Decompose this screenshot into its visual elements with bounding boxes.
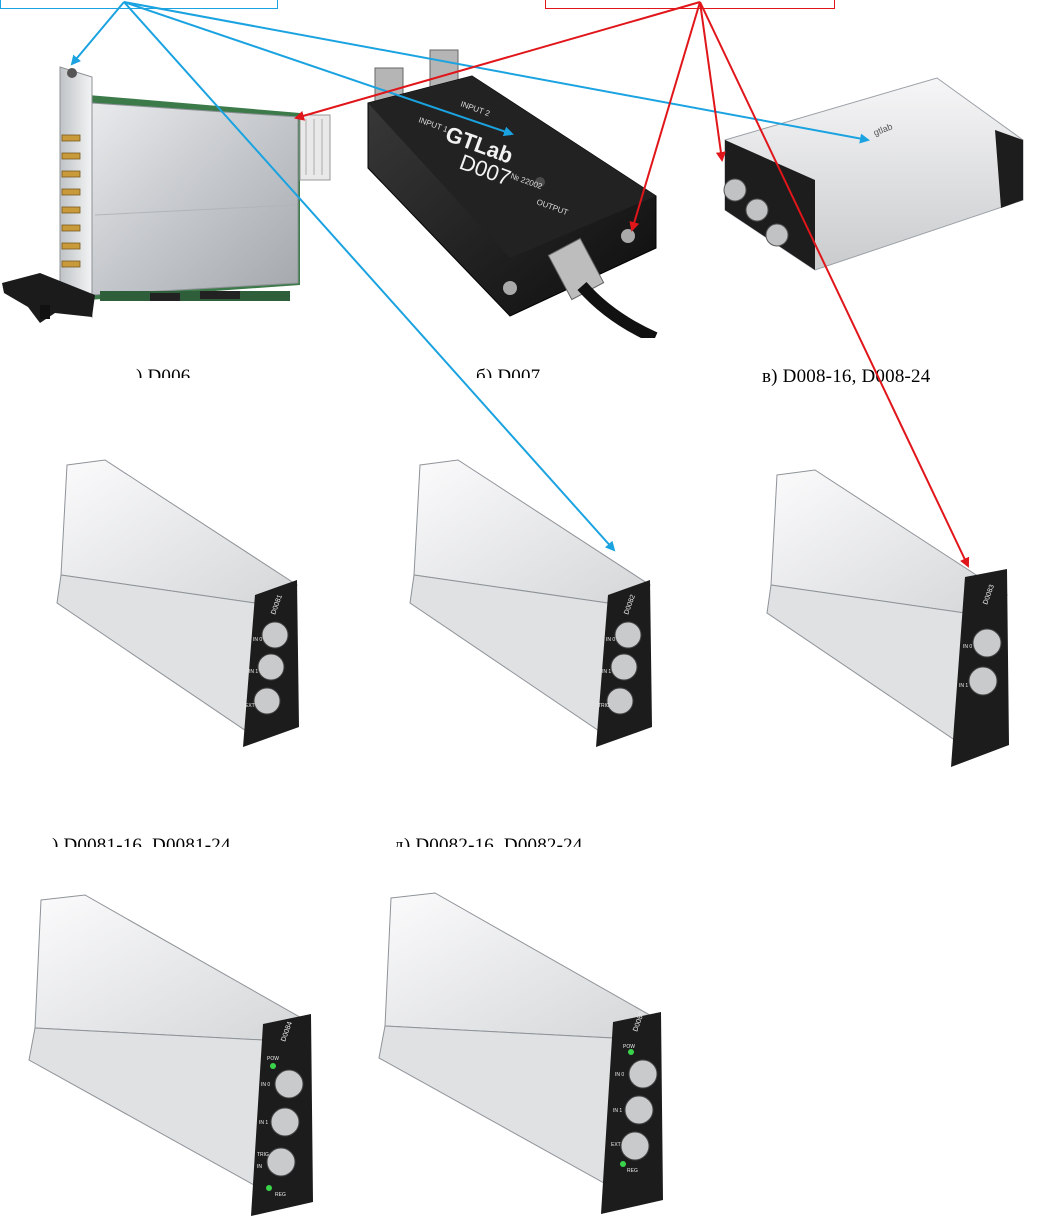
d0081-in1-label: IN 1: [249, 669, 258, 675]
caption-d007: б) D007: [476, 366, 541, 378]
d0084-reg-label: REG: [275, 1192, 286, 1198]
d007-box-image: INPUT 1 INPUT 2 GTLab D007 № 22002 OUTPU…: [367, 49, 658, 338]
d0082-module-image: D0082 IN 0 IN 1 TRIG: [409, 459, 652, 747]
d0083-module-image: D0083 IN 0 IN 1: [766, 469, 1009, 767]
caption-d0082: д) D0082-16, D0082-24: [394, 835, 583, 847]
d008-box-image: gtlab: [723, 77, 1024, 271]
d0082-trig-label: TRIG: [598, 703, 610, 709]
d0084-in-label: IN: [257, 1164, 262, 1170]
d0081-in0-label: IN 0: [253, 637, 262, 643]
d0084-in1-label: IN 1: [259, 1120, 268, 1126]
d0085-module-image: D0085 POW IN 0 IN 1 EXT REG: [378, 892, 663, 1214]
d0084-trig-label: TRIG: [257, 1152, 269, 1158]
d0083-in1-label: IN 1: [959, 683, 968, 689]
caption-d0081: ) D0081-16, D0081-24: [52, 835, 231, 847]
d0085-reg-label: REG: [627, 1168, 638, 1174]
d0085-ext-label: EXT: [611, 1142, 621, 1148]
d0081-module-image: D0081 IN 0 IN 1 EXT: [56, 459, 299, 747]
caption-d008: в) D008-16, D008-24: [762, 366, 931, 387]
d006-pxi-card-image: [2, 66, 331, 323]
d0082-in0-label: IN 0: [606, 637, 615, 643]
legend-box-blue: [0, 0, 278, 9]
d0085-pow-label: POW: [623, 1044, 635, 1050]
d0085-in1-label: IN 1: [613, 1108, 622, 1114]
d0084-in0-label: IN 0: [261, 1082, 270, 1088]
d0084-pow-label: POW: [267, 1056, 279, 1062]
caption-d006: ) D006: [136, 366, 191, 378]
d0084-module-image: D0084 POW IN 0 IN 1 TRIG IN REG: [28, 894, 313, 1216]
d0083-in0-label: IN 0: [963, 644, 972, 650]
legend-box-red: [545, 0, 835, 9]
d0085-in0-label: IN 0: [615, 1072, 624, 1078]
d0082-in1-label: IN 1: [602, 669, 611, 675]
d0081-ext-label: EXT: [245, 703, 255, 709]
